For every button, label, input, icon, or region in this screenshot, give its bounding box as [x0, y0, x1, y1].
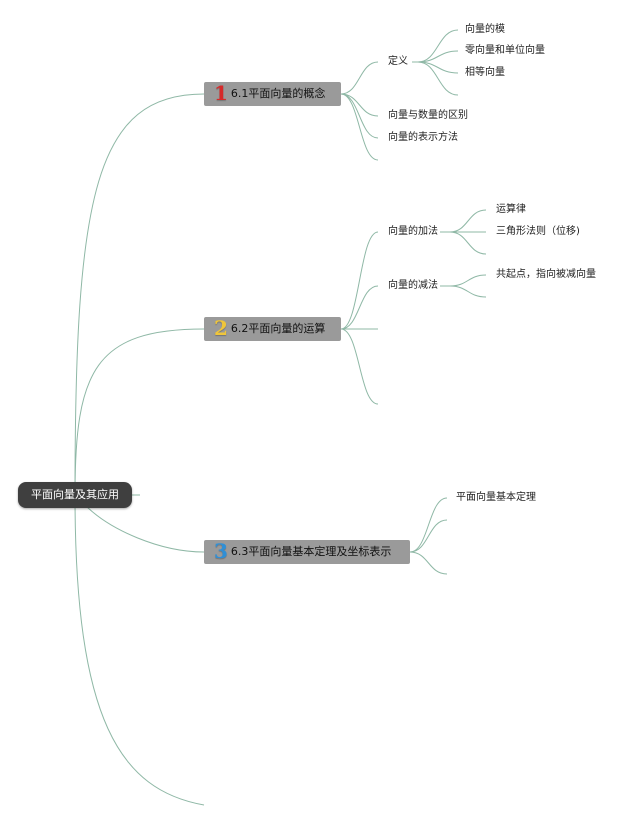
link-def-modulus: [417, 29, 459, 63]
node-zero-unit-vector[interactable]: 零向量和单位向量: [465, 45, 545, 56]
link-def-zero-unit: [417, 50, 459, 63]
node-vector-addition[interactable]: 向量的加法: [388, 226, 438, 237]
node-basic-theorem[interactable]: 平面向量基本定理: [456, 492, 536, 503]
node-common-start-point[interactable]: 共起点，指向被减向量: [496, 269, 596, 280]
branch-title-6-2: 6.2平面向量的运算: [230, 322, 326, 335]
link-sub-common: [449, 274, 487, 287]
link-6-2-subtraction: [340, 285, 379, 330]
link-root-empty: [74, 494, 205, 806]
node-equal-vectors[interactable]: 相等向量: [465, 67, 505, 78]
node-representation[interactable]: 向量的表示方法: [388, 132, 458, 143]
branch-number-3: 3: [214, 539, 228, 563]
link-add-laws: [449, 209, 487, 233]
link-6-1-empty: [340, 93, 379, 161]
link-6-3-empty-1: [409, 519, 448, 553]
link-6-1-definition: [340, 61, 379, 95]
branch-number-2: 2: [214, 316, 228, 340]
root-node[interactable]: 平面向量及其应用: [18, 482, 132, 508]
link-6-3-empty-2: [409, 551, 448, 575]
branch-title-6-1: 6.1平面向量的概念: [230, 87, 326, 100]
link-6-2-addition: [340, 231, 379, 330]
link-6-2-empty-2: [340, 328, 379, 405]
link-6-1-representation: [340, 93, 379, 139]
root-label: 平面向量及其应用: [31, 488, 119, 501]
link-6-3-theorem: [409, 497, 448, 553]
link-root-6-3: [84, 504, 205, 553]
link-6-1-vs-scalar: [340, 93, 379, 117]
link-def-empty: [417, 61, 459, 96]
link-root-6-2: [74, 328, 205, 496]
node-operation-laws[interactable]: 运算律: [496, 204, 526, 215]
node-vector-modulus[interactable]: 向量的模: [465, 24, 505, 35]
branch-title-6-3: 6.3平面向量基本定理及坐标表示: [230, 545, 392, 558]
node-vector-vs-scalar[interactable]: 向量与数量的区别: [388, 110, 468, 121]
node-triangle-rule[interactable]: 三角形法则（位移): [496, 226, 580, 237]
branch-number-1: 1: [214, 81, 228, 105]
node-vector-subtraction[interactable]: 向量的减法: [388, 280, 438, 291]
node-definition[interactable]: 定义: [388, 56, 408, 67]
link-root-6-1: [74, 93, 205, 496]
link-add-empty: [449, 231, 487, 255]
link-sub-empty: [449, 285, 487, 298]
